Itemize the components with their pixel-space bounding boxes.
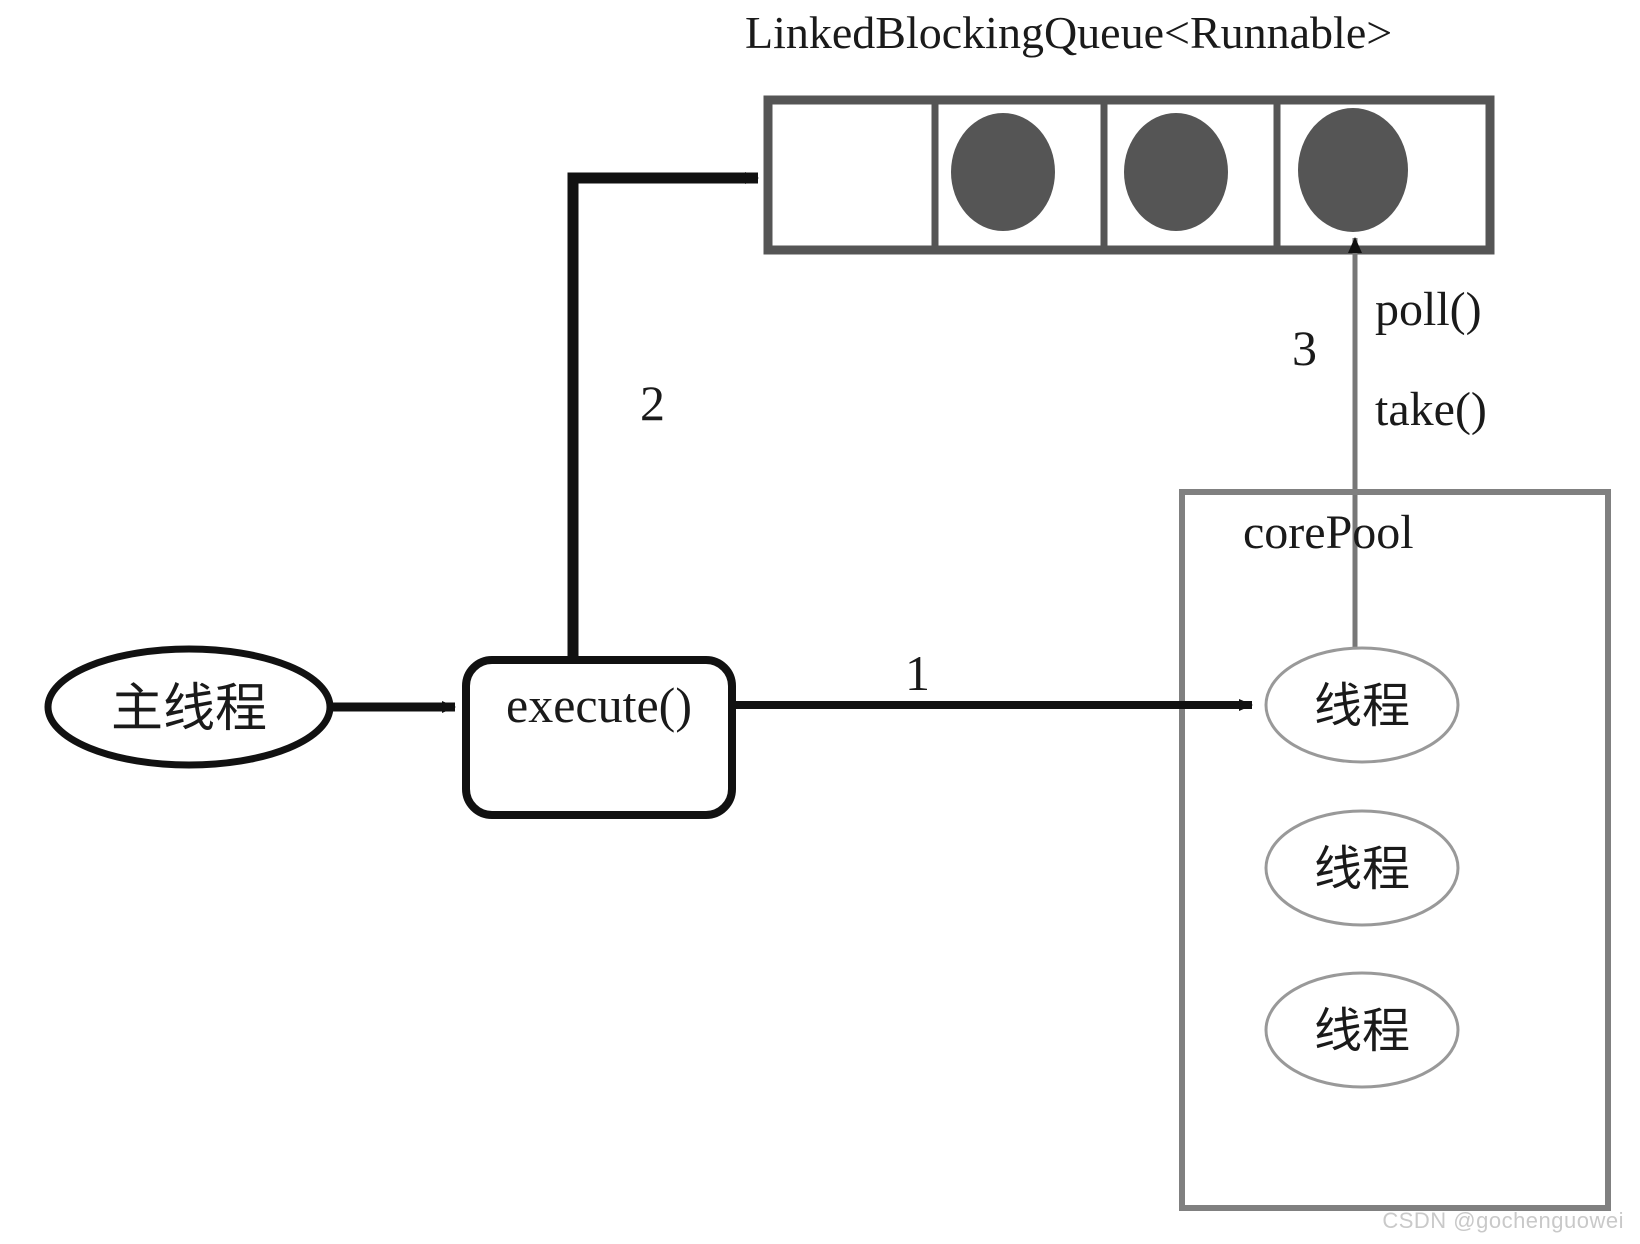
edge-execute-to-queue: 2 (567, 172, 759, 660)
main-thread-ellipse (44, 645, 334, 769)
execute-label: execute() (506, 677, 692, 733)
execute-node: execute() (462, 656, 736, 819)
main-thread-node: 主线程 (44, 645, 334, 769)
thread-label: 线程 (1314, 678, 1410, 734)
queue-title: LinkedBlockingQueue<Runnable> (745, 7, 1392, 58)
core-pool-label: corePool (1243, 506, 1414, 559)
queue-task-circle (1124, 113, 1228, 231)
queue-task-circle (951, 113, 1055, 231)
thread-ellipse (1264, 971, 1460, 1089)
thread-ellipse (1264, 646, 1460, 764)
thread-ellipse (1264, 809, 1460, 927)
thread-2: 线程 (1264, 809, 1460, 927)
edge-2-label: 2 (640, 375, 665, 431)
thread-3: 线程 (1264, 971, 1460, 1089)
edge-queue-to-thread: 3 poll() take() (1292, 237, 1487, 665)
thread-label: 线程 (1314, 1003, 1410, 1059)
watermark: CSDN @gochenguowei (1382, 1208, 1624, 1233)
edge-execute-to-pool: 1 (732, 645, 1253, 711)
take-label: take() (1375, 383, 1487, 436)
queue-task-circle (1298, 108, 1408, 232)
thread-label: 线程 (1314, 841, 1410, 897)
main-thread-label: 主线程 (111, 679, 267, 739)
core-pool-box: corePool (1179, 489, 1611, 1211)
execute-box (462, 656, 736, 819)
queue-box (763, 95, 1495, 255)
thread-1: 线程 (1264, 646, 1460, 764)
poll-label: poll() (1375, 283, 1482, 336)
core-pool-border (1179, 489, 1611, 1211)
edge-1-label: 1 (905, 645, 930, 701)
edge-3-label: 3 (1292, 320, 1317, 376)
edge-2-path (567, 172, 759, 660)
